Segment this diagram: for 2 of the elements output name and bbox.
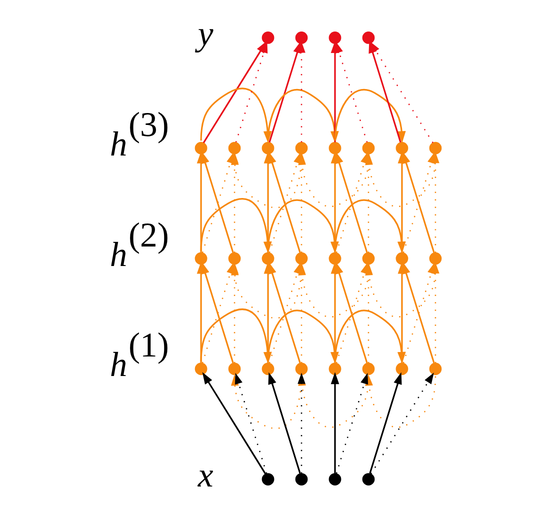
label: x — [198, 456, 214, 495]
label: y — [198, 14, 214, 54]
